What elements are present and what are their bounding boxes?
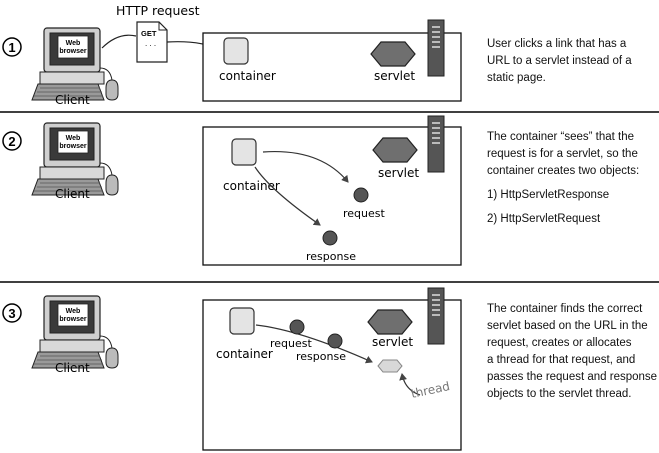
step-2-description: The container “sees” that the request is… bbox=[487, 129, 657, 228]
request-object bbox=[353, 187, 369, 203]
request-object bbox=[289, 319, 305, 335]
description-line: passes the request and response bbox=[487, 371, 658, 383]
browser-label: browser bbox=[59, 316, 87, 323]
client-computer: Web browser bbox=[31, 295, 119, 369]
server-icon bbox=[427, 287, 445, 345]
step-number-badge bbox=[2, 303, 22, 323]
container-icon bbox=[229, 307, 255, 335]
step-number: 2 bbox=[8, 134, 15, 149]
http-doc-dots: . . . bbox=[145, 39, 156, 48]
response-label: response bbox=[306, 250, 356, 263]
response-label: response bbox=[296, 350, 346, 363]
dispatch-arrow bbox=[255, 324, 373, 364]
request-label: request bbox=[270, 337, 313, 350]
description-line: The container “sees” that the bbox=[487, 131, 635, 143]
client-label: Client bbox=[55, 187, 90, 201]
step-number: 3 bbox=[8, 306, 15, 321]
description-line: request, creates or allocates bbox=[487, 337, 632, 349]
http-request-label: HTTP request bbox=[116, 3, 200, 18]
response-object bbox=[322, 230, 338, 246]
step-2: 2 Web browser Client container servlet r… bbox=[2, 115, 462, 266]
container-icon bbox=[223, 37, 249, 65]
description-line: URL to a servlet instead of a bbox=[487, 55, 632, 67]
description-line: static page. bbox=[487, 72, 546, 84]
request-label: request bbox=[343, 207, 386, 220]
browser-label: Web bbox=[66, 308, 81, 315]
thread-pointer-arrow bbox=[399, 373, 421, 396]
step-number-badge bbox=[2, 131, 22, 151]
client-computer: Web browser bbox=[31, 27, 119, 101]
browser-label: browser bbox=[59, 48, 87, 55]
client-computer: Web browser bbox=[31, 122, 119, 196]
server-icon bbox=[427, 115, 445, 173]
container-label: container bbox=[219, 69, 276, 83]
create-request-arrow bbox=[262, 150, 349, 183]
step-3-description: The container finds the correct servlet … bbox=[487, 301, 659, 403]
create-response-arrow bbox=[254, 166, 321, 226]
step-number: 1 bbox=[8, 40, 15, 55]
http-method: GET bbox=[141, 29, 157, 38]
servlet-icon bbox=[372, 137, 418, 163]
container-label: container bbox=[216, 347, 273, 361]
servlet-label: servlet bbox=[372, 335, 413, 349]
step-1: 1 Web browser Client HTTP request GET . … bbox=[2, 3, 462, 107]
container-label: container bbox=[223, 179, 280, 193]
description-item: 2) HttpServletRequest bbox=[487, 213, 601, 225]
servlet-label: servlet bbox=[378, 166, 419, 180]
step-number-badge bbox=[2, 37, 22, 57]
browser-label: browser bbox=[59, 143, 87, 150]
thread-icon bbox=[377, 359, 403, 373]
client-label: Client bbox=[55, 93, 90, 107]
server-icon bbox=[427, 19, 445, 77]
step-1-description: User clicks a link that has a URL to a s… bbox=[487, 36, 657, 87]
description-line: a thread for that request, and bbox=[487, 354, 636, 366]
description-line: request is for a servlet, so the bbox=[487, 148, 638, 160]
browser-label: Web bbox=[66, 40, 81, 47]
container-icon bbox=[231, 138, 257, 166]
description-line: container creates two objects: bbox=[487, 165, 640, 177]
browser-label: Web bbox=[66, 135, 81, 142]
request-path bbox=[101, 34, 137, 49]
servlet-label: servlet bbox=[374, 69, 415, 83]
description-line: The container finds the correct bbox=[487, 303, 643, 315]
step-3: 3 Web browser Client container servlet r… bbox=[2, 287, 462, 451]
description-line: objects to the servlet thread. bbox=[487, 388, 632, 400]
response-object bbox=[327, 333, 343, 349]
description-item: 1) HttpServletResponse bbox=[487, 189, 610, 201]
servlet-icon bbox=[367, 309, 413, 335]
description-line: User clicks a link that has a bbox=[487, 38, 627, 50]
servlet-icon bbox=[370, 41, 416, 67]
http-request-document: GET . . . bbox=[136, 21, 168, 63]
client-label: Client bbox=[55, 361, 90, 375]
description-line: servlet based on the URL in the bbox=[487, 320, 648, 332]
